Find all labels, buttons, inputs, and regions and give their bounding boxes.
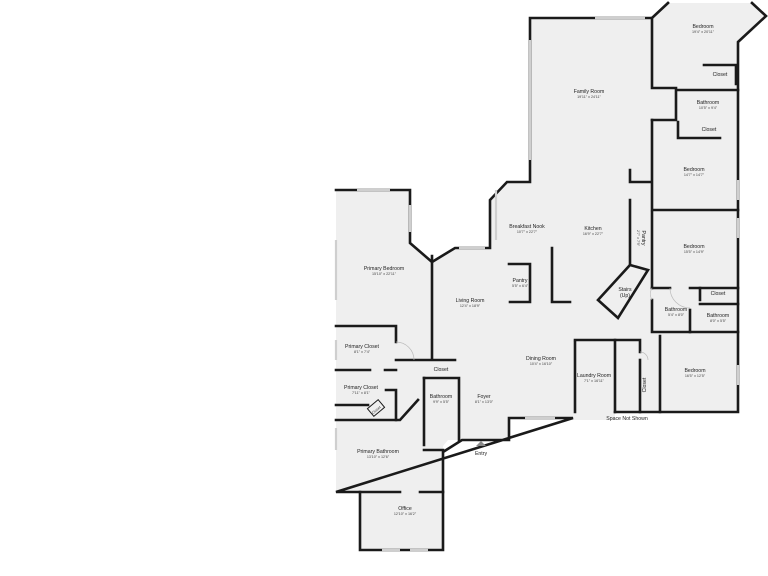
dims-office: 12'10" x 16'2"	[394, 512, 417, 516]
dims-bathroom-4: 9'9" x 5'5"	[433, 400, 450, 404]
dims-bedroom-top: 19'4" x 20'11"	[692, 30, 715, 34]
room-kitchen: Kitchen	[584, 226, 601, 232]
room-bathroom-3: Bathroom	[707, 313, 730, 319]
space-not-shown-label: Space Not Shown	[606, 416, 648, 422]
dims-primary-bathroom: 13'10" x 12'6"	[367, 455, 390, 459]
room-closet-1: Closet	[713, 72, 728, 78]
room-living-room: Living Room	[456, 298, 485, 304]
dims-bedroom-2: 14'7" x 14'7"	[684, 173, 705, 177]
room-bathroom-1: Bathroom	[697, 100, 720, 106]
dims-bathroom-3: 8'0" x 5'5"	[710, 319, 727, 323]
room-primary-closet-2: Primary Closet	[344, 385, 379, 391]
room-family-room: Family Room	[574, 89, 605, 95]
room-pantry: Pantry	[513, 278, 528, 284]
dims-primary-closet-2: 7'11" x 8'1"	[352, 391, 371, 395]
outer-wall	[334, 1, 768, 552]
dims-pantry-small: 2'7" x 7'9"	[636, 230, 640, 247]
room-stairs-up: (Up)	[620, 293, 630, 299]
closet-5-label: Closet	[642, 377, 648, 392]
entry-arrow-icon	[476, 441, 486, 446]
room-office: Office	[398, 506, 412, 512]
room-closet-4: Closet	[434, 367, 449, 373]
room-bedroom-3: Bedroom	[683, 244, 704, 250]
room-bedroom-2: Bedroom	[683, 167, 704, 173]
room-primary-bedroom: Primary Bedroom	[364, 266, 404, 272]
dims-dining-room: 10'4" x 16'10"	[530, 362, 553, 366]
room-closet-6: Closet	[371, 405, 382, 415]
dims-bathroom-2: 5'4" x 8'0"	[668, 313, 685, 317]
dims-kitchen: 16'9" x 22'7"	[583, 232, 604, 236]
dims-breakfast-nook: 10'7" x 22'7"	[517, 230, 538, 234]
dims-bedroom-4: 16'5" x 12'5"	[685, 374, 706, 378]
room-foyer: Foyer	[477, 394, 491, 400]
dims-family-room: 19'11" x 24'11"	[577, 95, 601, 99]
windows	[334, 16, 740, 552]
dims-laundry-room: 7'1" x 16'11"	[584, 379, 605, 383]
entry-label: Entry	[475, 451, 488, 457]
room-closet-5: Closet	[642, 377, 648, 392]
room-bathroom-2: Bathroom	[665, 307, 688, 313]
interior-walls	[334, 16, 740, 494]
dims-primary-closet-1: 8'1" x 7'4"	[354, 350, 371, 354]
room-laundry-room: Laundry Room	[577, 373, 611, 379]
room-bedroom-4: Bedroom	[684, 368, 705, 374]
closet-6-label: Closet	[371, 405, 382, 415]
room-closet-2: Closet	[702, 127, 717, 133]
room-bathroom-4: Bathroom	[430, 394, 453, 400]
dims-bedroom-3: 15'5" x 14'9"	[684, 250, 705, 254]
room-dining-room: Dining Room	[526, 356, 556, 362]
dims-living-room: 12'4" x 18'9"	[460, 304, 481, 308]
dims-bathroom-1: 10'5" x 9'4"	[699, 106, 718, 110]
room-closet-3: Closet	[711, 291, 726, 297]
dims-foyer: 8'1" x 13'0"	[475, 400, 494, 404]
room-breakfast-nook: Breakfast Nook	[509, 224, 545, 230]
room-bedroom-top: Bedroom	[692, 24, 713, 30]
room-primary-closet-1: Primary Closet	[345, 344, 380, 350]
room-stairs: Stairs	[618, 287, 632, 293]
room-primary-bathroom: Primary Bathroom	[357, 449, 399, 455]
small-closet-diagonal	[366, 398, 386, 418]
door-swings	[395, 287, 691, 361]
room-pantry-small: Pantry	[640, 231, 646, 246]
dims-primary-bedroom: 15'10" x 22'11"	[372, 272, 397, 276]
dims-pantry: 5'5" x 6'4"	[512, 284, 529, 288]
room-labels: Bedroom 19'4" x 20'11" Closet Family Roo…	[344, 24, 729, 516]
pantry-small-label: Pantry 2'7" x 7'9"	[636, 230, 646, 247]
